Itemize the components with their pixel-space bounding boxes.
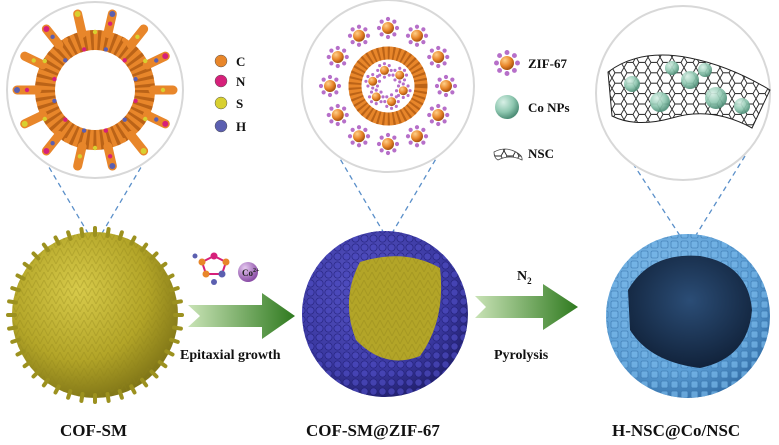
panel-name-cof-sm-zif-67: COF-SM@ZIF-67	[306, 421, 440, 440]
dashed-connector-right	[94, 151, 151, 246]
zoom-circle-cof	[6, 1, 184, 179]
cof-zif-ring-structure	[318, 16, 458, 156]
legend-dot-c	[214, 54, 228, 68]
legend-labels: C N S H ZIF-67 Co NPs NSC	[236, 54, 570, 161]
cof-sm-zif-67-particle	[302, 231, 468, 397]
linker-molecule-icon	[192, 252, 230, 285]
hollow-cavity	[628, 255, 752, 368]
legend-label-nsc: NSC	[528, 146, 554, 161]
panel-name-h-nsc-co-nsc: H-NSC@Co/NSC	[612, 421, 740, 440]
cof-sm-particle	[6, 226, 184, 404]
legend-label-s: S	[236, 96, 243, 111]
panel-h-nsc	[595, 5, 771, 398]
cof-ring-structure	[12, 9, 178, 171]
carbon-sheet-icon	[493, 148, 523, 161]
legend-label-zif67: ZIF-67	[528, 56, 568, 71]
legend-label-c: C	[236, 54, 245, 69]
growth-arrow	[188, 293, 295, 339]
dashed-connector-left	[627, 155, 689, 249]
cobalt-nanoparticle-icon	[495, 95, 519, 119]
step-pyrolysis: N2	[475, 269, 578, 330]
h-nsc-co-nsc-particle	[606, 234, 770, 398]
legend-label-co-nps: Co NPs	[528, 100, 570, 115]
nsc-carbon-sheet	[607, 54, 771, 129]
cobalt-ion-icon	[238, 262, 258, 282]
dashed-connector-left	[335, 151, 389, 241]
panel-cof-sm	[6, 1, 184, 404]
panel-name-cof-sm: COF-SM	[60, 421, 127, 440]
step-epitaxial-growth: Co2+	[188, 252, 295, 339]
legend-dot-n	[214, 74, 228, 88]
dashed-connector-right	[687, 155, 746, 249]
pyrolysis-arrow	[475, 284, 578, 330]
dashed-connector-right	[387, 151, 441, 241]
dashed-connector-left	[39, 151, 96, 246]
step-label-epitaxial-growth: Epitaxial growth	[180, 348, 281, 363]
zif67-cluster-icon	[494, 50, 520, 76]
legend-label-n: N	[236, 74, 246, 89]
step-label-pyrolysis: Pyrolysis	[494, 348, 549, 363]
legend-label-h: H	[236, 119, 246, 134]
zoom-circle-zif	[301, 0, 475, 173]
legend-materials	[493, 50, 523, 161]
legend-dot-s	[214, 96, 228, 110]
panel-cof-zif	[301, 0, 475, 397]
legend-dot-h	[214, 119, 228, 133]
nitrogen-gas-label: N2	[517, 269, 532, 286]
cobalt-ion-label: Co2+	[242, 268, 260, 278]
legend-atoms	[214, 54, 228, 133]
